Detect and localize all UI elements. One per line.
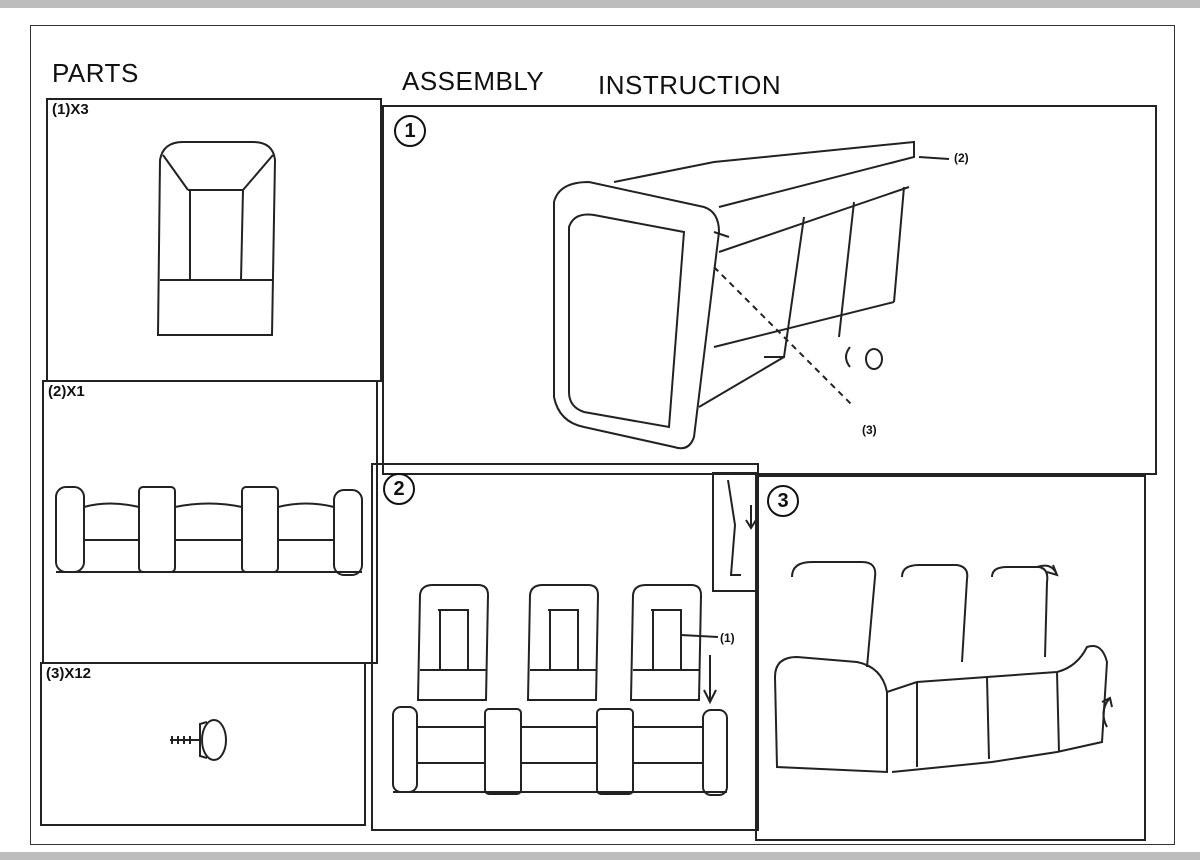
bolt-drawing xyxy=(170,719,227,761)
seat-back-drawing xyxy=(156,141,277,336)
scan-edge-top xyxy=(0,0,1200,8)
callout-part-3: (3) xyxy=(862,423,877,437)
seat-base-drawing xyxy=(55,486,363,576)
assembly-heading: ASSEMBLY xyxy=(402,66,545,96)
part-3-box: (3)X12 xyxy=(40,662,366,826)
step-2-drawing xyxy=(392,472,758,796)
part-label: (3)X12 xyxy=(46,665,92,682)
step-number: 2 xyxy=(383,473,415,505)
parts-heading: PARTS xyxy=(52,58,139,88)
step-3-box: 3 xyxy=(755,475,1146,841)
callout-part-2: (2) xyxy=(954,151,969,165)
part-1-box: (1)X3 xyxy=(46,98,382,382)
part-2-box: (2)X1 xyxy=(42,380,378,664)
step-1-drawing xyxy=(553,140,950,450)
step-3-drawing xyxy=(773,561,1113,774)
step-2-box: 2 (1) xyxy=(371,463,759,831)
instruction-heading: INSTRUCTION xyxy=(598,70,782,100)
step-number: 3 xyxy=(767,485,799,517)
step-number: 1 xyxy=(394,115,426,147)
part-label: (2)X1 xyxy=(48,383,85,400)
part-label: (1)X3 xyxy=(52,101,89,118)
scan-edge-bottom xyxy=(0,852,1200,860)
step-1-box: 1 (2) (3) xyxy=(382,105,1157,475)
callout-part-1: (1) xyxy=(720,631,735,645)
page-frame xyxy=(30,25,1175,845)
